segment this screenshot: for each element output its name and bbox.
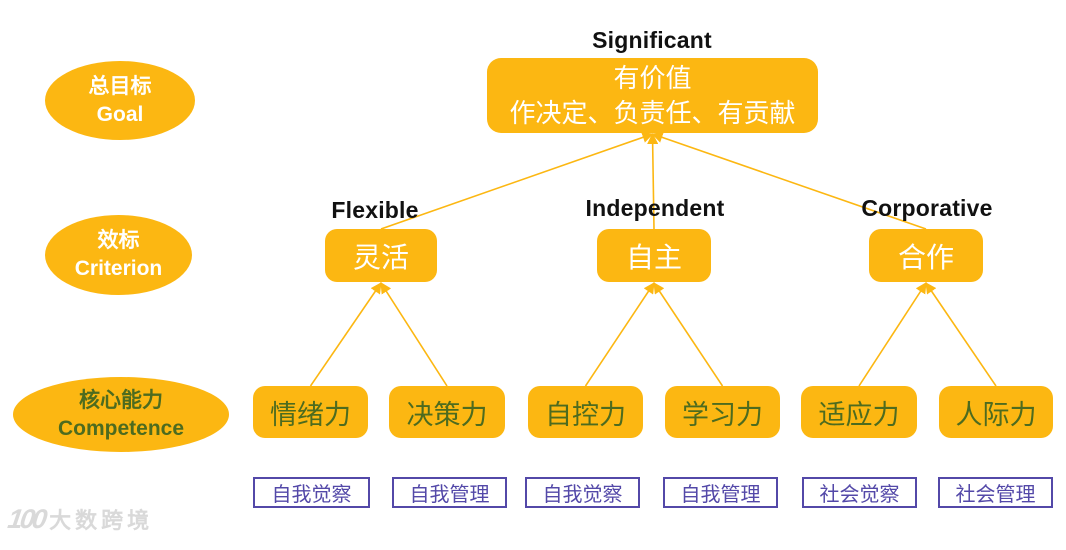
watermark: 100 大数跨境 bbox=[5, 503, 154, 535]
criterion-node-independent: 自主 bbox=[597, 229, 711, 282]
row-legend-criterion-en: Criterion bbox=[74, 257, 163, 280]
watermark-100-logo-icon: 100 bbox=[5, 503, 47, 534]
row-legend-competence-en: Competence bbox=[57, 416, 185, 440]
competence-node-learning: 学习力 bbox=[665, 386, 780, 438]
row-legend-goal-zh: 总目标 bbox=[88, 74, 152, 98]
row-legend-competence: 核心能力 Competence bbox=[13, 377, 229, 452]
competence-node-emotion: 情绪力 bbox=[253, 386, 368, 438]
sel-box-social-awareness: 社会觉察 bbox=[802, 477, 917, 508]
criterion-english-label-corporative: Corporative bbox=[861, 195, 993, 221]
competence-node-adaptability: 适应力 bbox=[801, 386, 917, 438]
sel-box-self-management-1: 自我管理 bbox=[392, 477, 507, 508]
row-legend-criterion: 效标 Criterion bbox=[45, 215, 192, 295]
row-legend-goal: 总目标 Goal bbox=[45, 61, 195, 140]
row-legend-competence-zh: 核心能力 bbox=[79, 388, 163, 412]
goal-english-label: Significant bbox=[592, 27, 712, 53]
criterion-node-flexible: 灵活 bbox=[325, 229, 437, 282]
row-legend-criterion-zh: 效标 bbox=[97, 229, 140, 252]
competence-node-decision: 决策力 bbox=[389, 386, 505, 438]
row-legend-goal-en: Goal bbox=[96, 102, 144, 126]
competence-node-interpersonal: 人际力 bbox=[939, 386, 1053, 438]
goal-node-line1: 有价值 bbox=[613, 62, 692, 93]
criterion-english-label-independent: Independent bbox=[585, 195, 725, 221]
sel-box-self-awareness-1: 自我觉察 bbox=[253, 477, 370, 508]
goal-node: 有价值 作决定、负责任、有贡献 bbox=[487, 58, 818, 133]
watermark-brand-text: 大数跨境 bbox=[49, 508, 154, 533]
sel-box-self-awareness-2: 自我觉察 bbox=[525, 477, 640, 508]
criterion-english-label-flexible: Flexible bbox=[331, 197, 419, 223]
competence-node-self-control: 自控力 bbox=[528, 386, 643, 438]
sel-box-self-management-2: 自我管理 bbox=[663, 477, 778, 508]
sel-box-social-management: 社会管理 bbox=[938, 477, 1053, 508]
criterion-node-corporative: 合作 bbox=[869, 229, 983, 282]
goal-node-line2: 作决定、负责任、有贡献 bbox=[509, 97, 796, 128]
